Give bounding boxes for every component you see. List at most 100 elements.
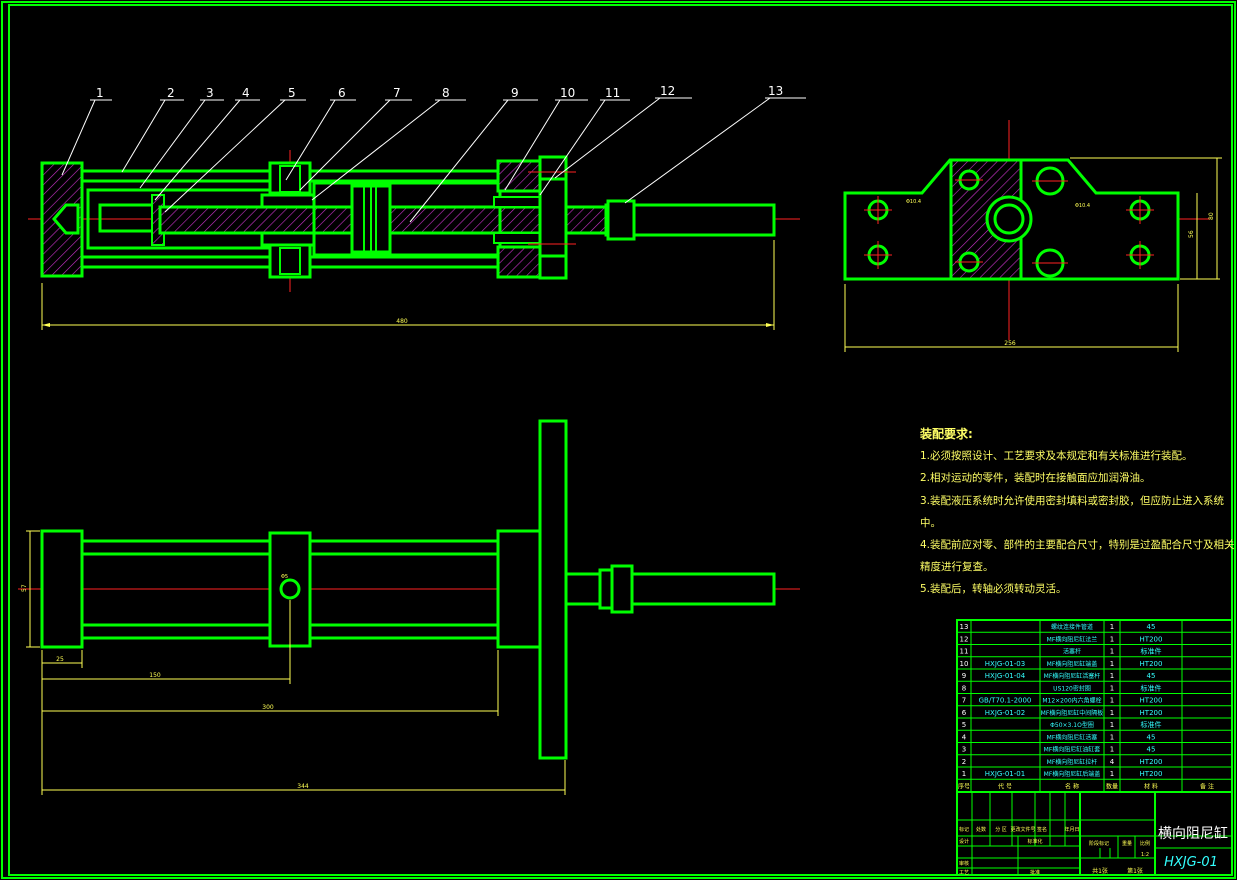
balloon-5: 5 xyxy=(288,86,296,100)
bom-cell-qty: 1 xyxy=(1110,721,1114,729)
bom-cell-name: M12×200内六角螺栓 xyxy=(1042,697,1101,705)
tb-label-marker: 标记 xyxy=(959,826,969,833)
balloon-3: 3 xyxy=(206,86,214,100)
bom-cell-no: 9 xyxy=(962,672,966,680)
bom-cell-mat: 45 xyxy=(1147,672,1156,680)
tb-label-date: 年月日 xyxy=(1064,826,1079,833)
bom-cell-name: MF横向阻尼缸中间隔板 xyxy=(1041,709,1104,717)
note-2: 2.相对运动的零件，装配时在接触面应加润滑油。 xyxy=(920,472,1151,485)
bom-cell-no: 11 xyxy=(960,648,969,656)
tb-label-process: 工艺 xyxy=(959,870,969,876)
bom-cell-mat: 45 xyxy=(1147,733,1156,741)
bom-cell-mat: HT200 xyxy=(1140,770,1163,778)
bom-cell-no: 12 xyxy=(960,635,969,643)
balloon-11: 11 xyxy=(605,86,620,100)
tb-label-zone: 分 区 xyxy=(995,826,1007,833)
bom-cell-code: HXJG-01-01 xyxy=(985,770,1025,778)
bom-cell-name: 螺纹连接件管道 xyxy=(1051,623,1093,631)
tb-label-stage: 阶段标记 xyxy=(1089,840,1109,847)
bottom-dim-dia: Φ5 xyxy=(281,574,288,580)
bom-cell-name: MF横向阻尼缸活塞 xyxy=(1047,733,1098,741)
side-h1-dim: 80 xyxy=(1208,212,1215,220)
bom-cell-name: MF横向阻尼缸端盖 xyxy=(1047,660,1098,668)
balloon-1: 1 xyxy=(96,86,104,100)
bom-cell-name: MF横向阻尼缸法兰 xyxy=(1047,635,1098,643)
bottom-dim-a: 25 xyxy=(56,656,64,663)
note-1: 1.必须按照设计、工艺要求及本规定和有关标准进行装配。 xyxy=(920,450,1193,463)
bom-cell-qty: 1 xyxy=(1110,623,1114,631)
tb-label-scale: 比例 xyxy=(1140,840,1150,847)
balloon-9: 9 xyxy=(511,86,519,100)
side-width-dim: 256 xyxy=(1004,340,1016,347)
balloon-6: 6 xyxy=(338,86,346,100)
bottom-dim-h: 57 xyxy=(21,584,28,592)
bom-header-cell: 名 称 xyxy=(1065,782,1079,790)
bom-cell-name: 活塞杆 xyxy=(1063,648,1081,656)
side-hole-dim-2: Φ10.4 xyxy=(1075,203,1090,209)
bom-cell-no: 10 xyxy=(960,660,969,668)
bom-cell-name: Φ50×3.1O型圈 xyxy=(1050,721,1094,729)
sheet-count: 共1张 xyxy=(1092,867,1108,875)
bom-cell-mat: 标准件 xyxy=(1141,720,1162,729)
bom-cell-mat: 标准件 xyxy=(1141,683,1162,692)
sheet-number: 第1张 xyxy=(1127,867,1143,875)
bom-cell-qty: 1 xyxy=(1110,660,1114,668)
balloon-10: 10 xyxy=(560,86,575,100)
side-view: 256 80 56 Φ10.4 Φ10.4 xyxy=(843,120,1222,352)
bom-cell-no: 3 xyxy=(962,746,966,754)
bom-cell-mat: HT200 xyxy=(1140,697,1163,705)
bom-cell-mat: HT200 xyxy=(1140,709,1163,717)
bom-cell-no: 13 xyxy=(960,623,969,631)
bom-cell-qty: 1 xyxy=(1110,733,1114,741)
tb-label-count: 处数 xyxy=(976,826,986,833)
tb-label-review: 审核 xyxy=(959,860,969,867)
balloon-numbers: 1 2 3 4 5 6 7 8 9 10 11 12 13 xyxy=(96,84,783,100)
note-3: 3.装配液压系统时允许使用密封填料或密封胶，但应防止进入系统中。 xyxy=(920,494,1225,529)
bom-cell-no: 8 xyxy=(962,684,966,692)
bom-cell-no: 1 xyxy=(962,770,966,778)
bom-cell-qty: 1 xyxy=(1110,746,1114,754)
balloon-8: 8 xyxy=(442,86,450,100)
tb-label-change: 更改文件号 xyxy=(1010,826,1035,833)
bom-cell-mat: 45 xyxy=(1147,746,1156,754)
bom-cell-qty: 1 xyxy=(1110,684,1114,692)
bom-cell-mat: 标准件 xyxy=(1141,647,1162,656)
bom-cell-qty: 4 xyxy=(1110,758,1115,766)
front-section-view: 480 xyxy=(28,150,800,330)
assembly-notes: 装配要求: 1.必须按照设计、工艺要求及本规定和有关标准进行装配。 2.相对运动… xyxy=(920,423,1237,601)
bom-cell-no: 6 xyxy=(962,709,967,717)
bottom-dim-d: 344 xyxy=(297,783,309,790)
tb-label-standard: 标准化 xyxy=(1027,838,1042,845)
bottom-dim-c: 300 xyxy=(262,704,274,711)
tb-label-sign: 签名 xyxy=(1037,826,1047,833)
balloon-leaders xyxy=(61,97,806,223)
bom-cell-no: 5 xyxy=(962,721,966,729)
bottom-view: 25 150 300 344 57 Φ5 xyxy=(18,419,800,795)
front-length-dim: 480 xyxy=(396,318,408,325)
bom-header-cell: 数量 xyxy=(1106,782,1118,790)
bom-header-cell: 序号 xyxy=(958,782,970,790)
bom-cell-qty: 1 xyxy=(1110,770,1114,778)
bom-cell-mat: 45 xyxy=(1147,623,1156,631)
side-h2-dim: 56 xyxy=(1188,230,1195,238)
balloon-12: 12 xyxy=(660,84,675,98)
bom-cell-code: HXJG-01-02 xyxy=(985,709,1025,717)
bom-header-cell: 代 号 xyxy=(998,782,1012,790)
bom-cell-name: US120密封圈 xyxy=(1053,684,1091,692)
balloon-2: 2 xyxy=(167,86,175,100)
balloon-13: 13 xyxy=(768,84,783,98)
note-4: 4.装配前应对零、部件的主要配合尺寸，特别是过盈配合尺寸及相关精度进行复查。 xyxy=(920,539,1235,574)
bom-cell-no: 4 xyxy=(962,733,967,741)
tb-label-design: 设计 xyxy=(959,838,969,845)
title-block-text: 横向阻尼缸 HXJG-01 1:2 共1张 第1张 标记 处数 分 区 更改文件… xyxy=(959,825,1228,876)
bom-cell-qty: 1 xyxy=(1110,648,1114,656)
bom-cell-name: MF横向阻尼缸活塞杆 xyxy=(1044,672,1101,680)
tb-label-weight: 重量 xyxy=(1122,840,1132,847)
bom-cell-code: HXJG-01-03 xyxy=(985,660,1025,668)
bom-header-cell: 材 料 xyxy=(1144,782,1158,790)
bom-cell-name: MF横向阻尼缸后端盖 xyxy=(1044,770,1101,778)
drawing-number: HXJG-01 xyxy=(1164,855,1218,870)
bom-cell-mat: HT200 xyxy=(1140,660,1163,668)
